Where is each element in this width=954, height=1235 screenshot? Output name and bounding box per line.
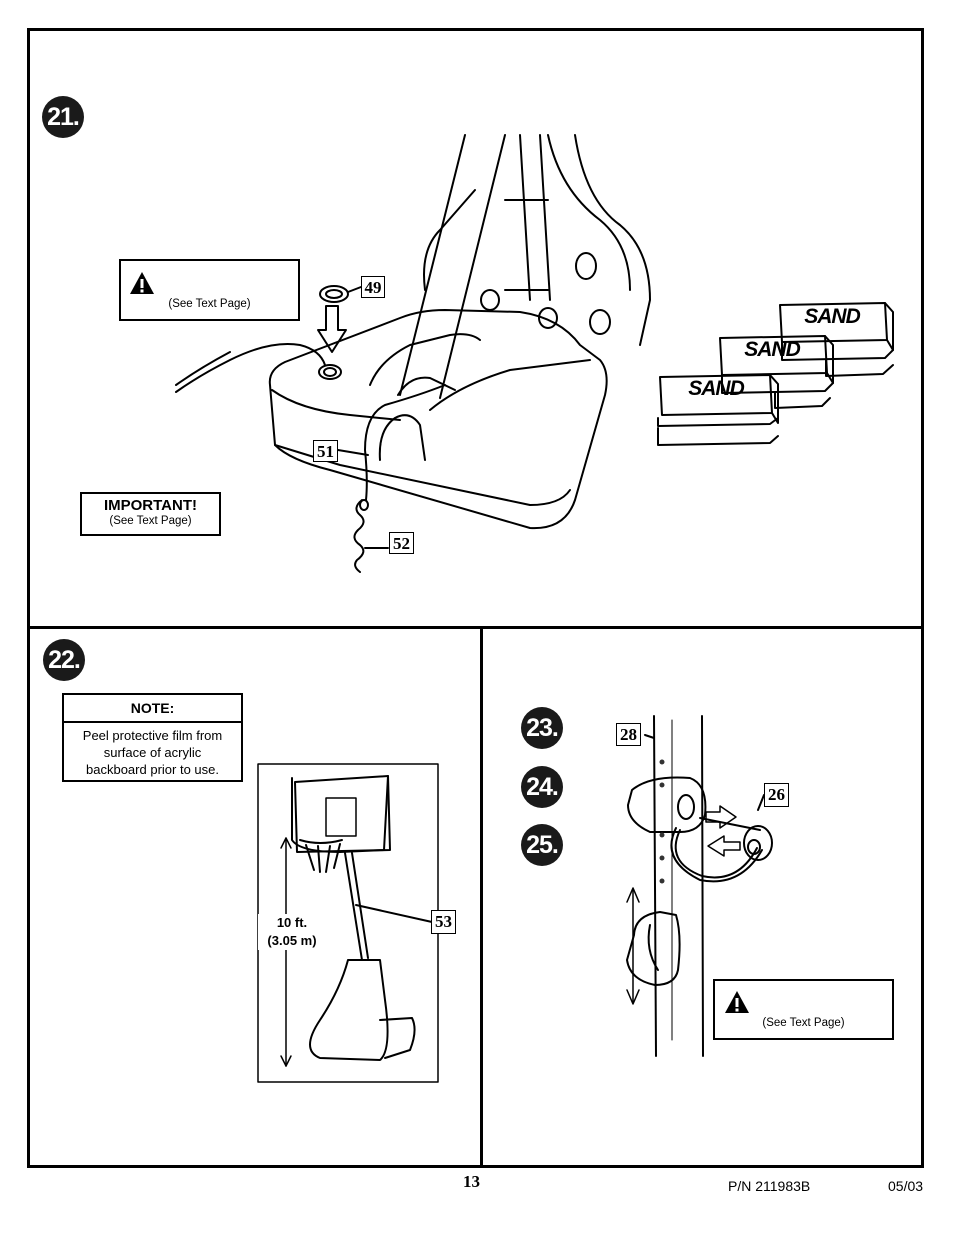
- part-number: P/N 211983B: [728, 1178, 811, 1194]
- step-24-badge: 24.: [521, 766, 563, 808]
- note-body: Peel protective film from surface of acr…: [64, 723, 241, 778]
- sand-label-bottom: SAND: [688, 377, 745, 400]
- part-53-callout: 53: [431, 910, 456, 934]
- important-title: IMPORTANT!: [103, 497, 198, 514]
- page-number: 13: [463, 1172, 480, 1191]
- important-text: (See Text Page): [109, 515, 192, 527]
- base-illustration: [175, 134, 651, 573]
- warning-box-step21: (See Text Page): [119, 259, 300, 321]
- height-adjuster-illustration: [626, 715, 773, 1057]
- warning-text: (See Text Page): [762, 1017, 845, 1029]
- height-label-m: (3.05 m): [267, 933, 317, 948]
- sand-label-middle: SAND: [744, 338, 801, 361]
- step-21-badge: 21.: [42, 96, 84, 138]
- section-divider-vertical: [480, 629, 483, 1168]
- part-49-callout: 49: [361, 276, 385, 298]
- step-25-badge: 25.: [521, 824, 563, 866]
- note-title: NOTE:: [64, 695, 241, 723]
- warning-triangle-icon: [130, 272, 154, 294]
- note-box: NOTE: Peel protective film from surface …: [62, 693, 243, 782]
- revision-date: 05/03: [888, 1178, 924, 1194]
- part-28-callout: 28: [616, 723, 641, 746]
- sand-label-top: SAND: [804, 305, 861, 328]
- part-52-callout: 52: [389, 532, 414, 554]
- sand-bags-illustration: [657, 302, 894, 446]
- note-line-3: backboard prior to use.: [86, 762, 219, 777]
- note-line-2: surface of acrylic: [103, 745, 202, 760]
- warning-triangle-icon: [725, 991, 749, 1013]
- step-23-badge: 23.: [521, 707, 563, 749]
- hoop-system-illustration: [257, 763, 439, 1083]
- part-26-callout: 26: [764, 783, 789, 807]
- height-label: 10 ft. (3.05 m): [258, 914, 326, 950]
- important-box: IMPORTANT! (See Text Page): [80, 492, 221, 536]
- step-22-badge: 22.: [43, 639, 85, 681]
- page-frame: [27, 28, 924, 1168]
- note-line-1: Peel protective film from: [82, 728, 223, 743]
- height-label-ft: 10 ft.: [276, 915, 308, 930]
- part-51-callout: 51: [313, 440, 338, 462]
- section-divider-horizontal: [27, 626, 924, 629]
- warning-box-step25: (See Text Page): [713, 979, 894, 1040]
- warning-text: (See Text Page): [168, 298, 251, 310]
